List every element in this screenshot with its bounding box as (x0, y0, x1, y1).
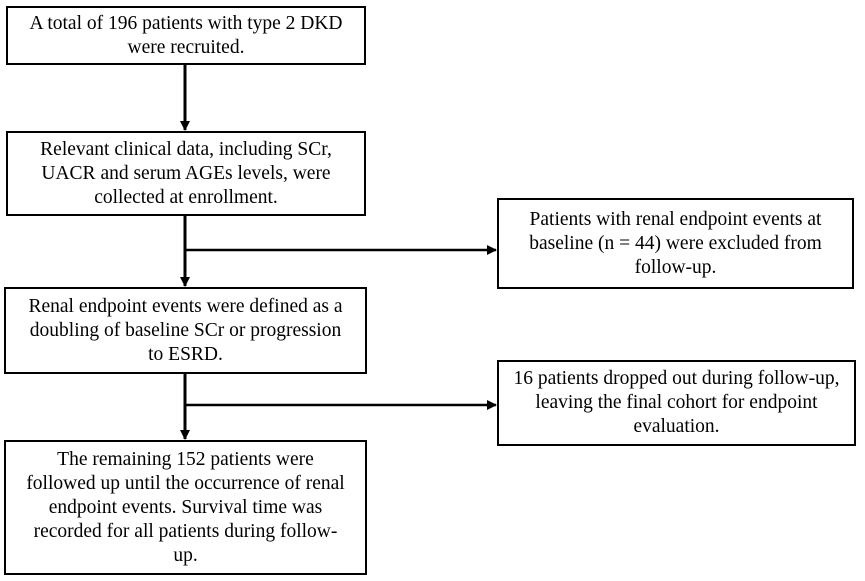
box-line: follow-up. (634, 256, 717, 278)
box-line: baseline (n = 44) were excluded from (529, 232, 822, 254)
box-line: leaving the final cohort for endpoint (535, 392, 818, 413)
recruitment-box: A total of 196 patients with type 2 DKD … (6, 6, 366, 65)
endpoint-definition-box: Renal endpoint events were defined as a … (4, 287, 367, 374)
box-line: endpoint events. Survival time was (48, 496, 323, 518)
box-line: The remaining 152 patients were (57, 448, 314, 470)
followup-box: The remaining 152 patients were followed… (4, 440, 367, 575)
box-line: Relevant clinical data, including SCr, (40, 138, 332, 160)
box-line: to ESRD. (148, 343, 223, 365)
box-line: 16 patients dropped out during follow-up… (513, 368, 840, 389)
box-line: recorded for all patients during follow- (33, 520, 338, 542)
box-line: Patients with renal endpoint events at (529, 208, 822, 230)
box-line: evaluation. (633, 416, 720, 437)
clinical-data-box: Relevant clinical data, including SCr, U… (6, 131, 366, 216)
dropout-box: 16 patients dropped out during follow-up… (497, 360, 856, 446)
box-line: UACR and serum AGEs levels, were (41, 162, 331, 184)
box-line: A total of 196 patients with type 2 DKD (29, 12, 343, 34)
box-line: Renal endpoint events were defined as a (28, 295, 343, 317)
excluded-box: Patients with renal endpoint events at b… (497, 198, 854, 289)
box-line: followed up until the occurrence of rena… (26, 472, 345, 494)
box-line: doubling of baseline SCr or progression (29, 319, 342, 341)
box-line: were recruited. (127, 36, 245, 58)
box-line: up. (173, 544, 198, 566)
box-line: collected at enrollment. (94, 186, 278, 208)
